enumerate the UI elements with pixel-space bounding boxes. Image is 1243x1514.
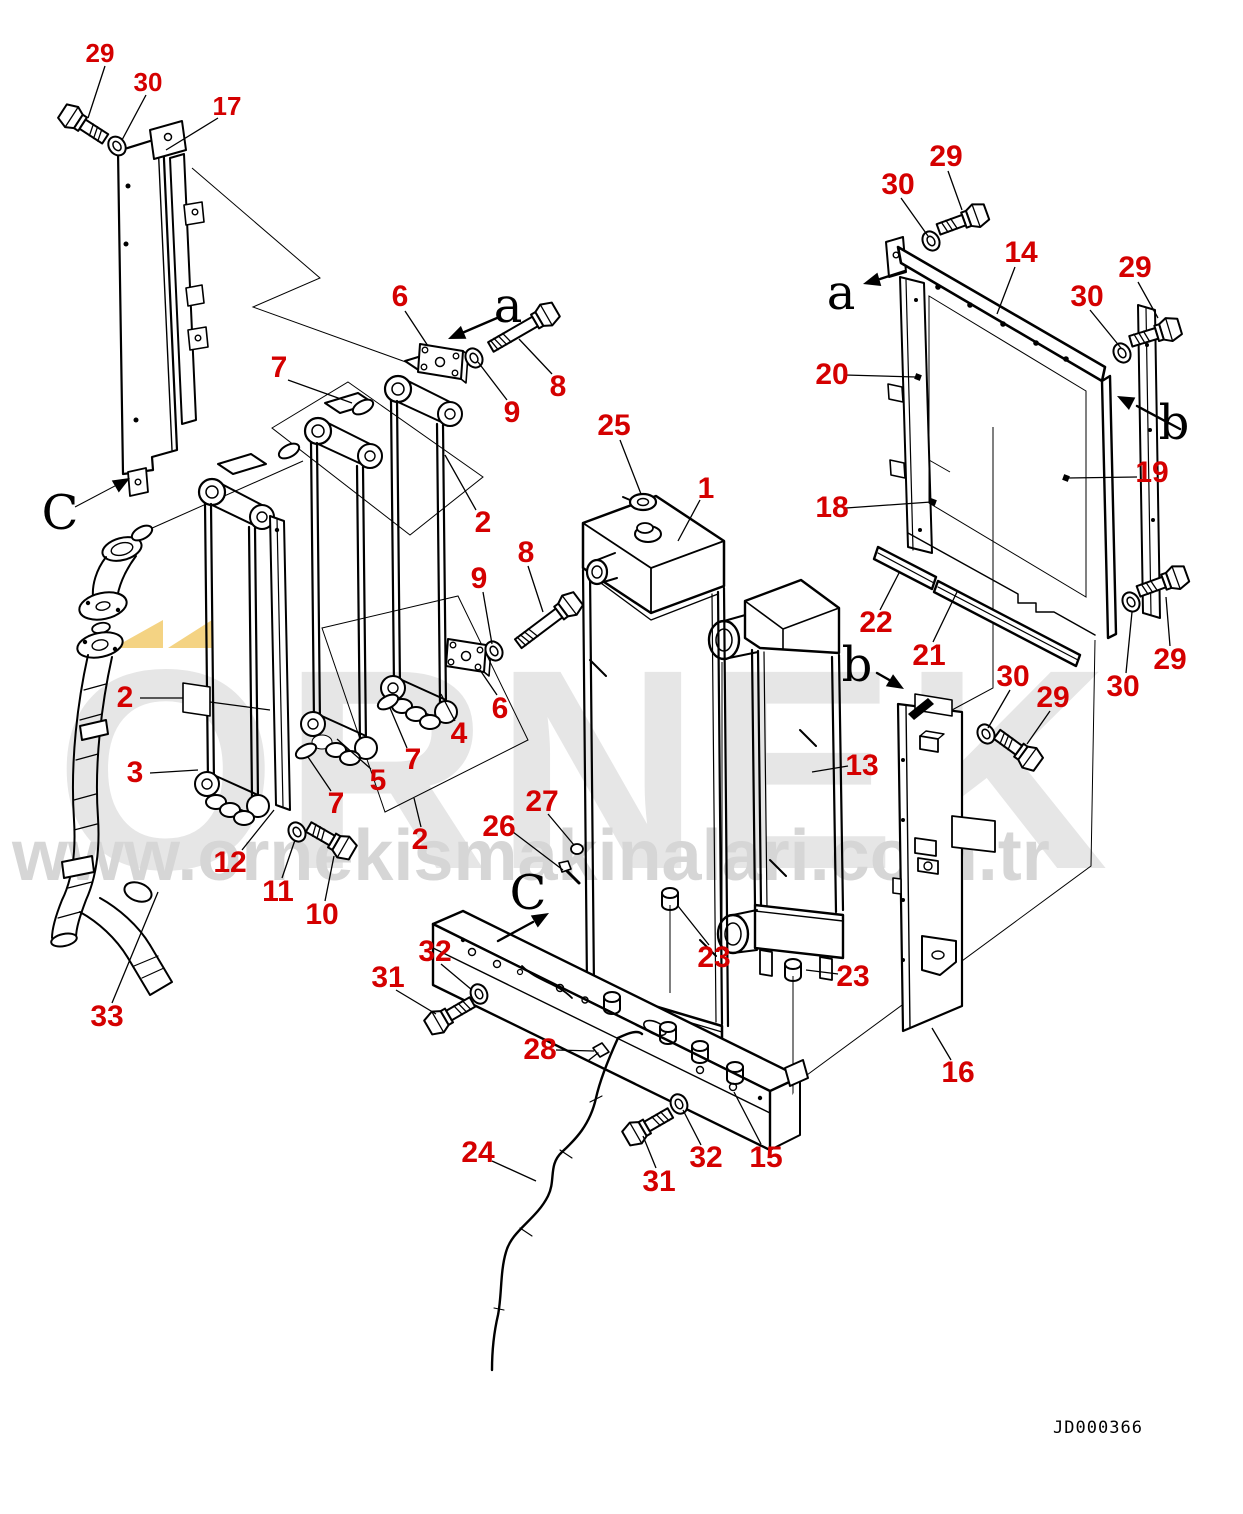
part-label-22: 22 (859, 606, 893, 639)
part-label-11: 11 (262, 875, 294, 908)
drawing-number: JD000366 (1053, 1418, 1143, 1438)
part-20-left-strip (887, 276, 933, 554)
watermark-url: www.ornekismakinalari.com.tr (12, 816, 1050, 896)
part-label-28: 28 (523, 1033, 557, 1066)
part-label-18: 18 (815, 491, 849, 524)
part-label-23: 23 (836, 960, 870, 993)
part-label-30: 30 (996, 660, 1030, 693)
part-label-8: 8 (517, 536, 535, 569)
view-letter-b: b (1158, 395, 1190, 451)
view-letter-C: C (509, 865, 547, 921)
part-label-26: 26 (482, 810, 516, 843)
part-19-right-strip (1062, 304, 1161, 619)
part-24-wire (490, 1030, 644, 1372)
part-label-27: 27 (525, 785, 559, 818)
part-label-29: 29 (1118, 251, 1152, 284)
part-label-33: 33 (90, 1000, 124, 1033)
part-label-30: 30 (1070, 280, 1104, 313)
part-label-29: 29 (85, 38, 115, 68)
view-letter-a: a (493, 278, 523, 334)
part-18-inner-panel (914, 295, 1087, 598)
part-22-strip (872, 545, 938, 591)
part-label-8: 8 (549, 370, 567, 403)
part-label-7: 7 (327, 787, 345, 820)
part-17-side-panel (116, 120, 209, 497)
part-label-14: 14 (1004, 236, 1038, 269)
part-label-5: 5 (369, 764, 387, 797)
part-label-15: 15 (749, 1141, 783, 1174)
part-label-12: 12 (213, 846, 247, 879)
part-label-31: 31 (371, 961, 405, 994)
view-arrows (111, 269, 1182, 943)
part-label-25: 25 (597, 409, 631, 442)
part-27-grommet (570, 843, 584, 855)
part-label-32: 32 (689, 1141, 723, 1174)
part-label-9: 9 (470, 562, 488, 595)
part-label-30: 30 (133, 67, 163, 97)
part-label-21: 21 (912, 639, 946, 672)
part-21-strip (932, 579, 1082, 668)
part-label-17: 17 (212, 91, 242, 121)
part-label-4: 4 (450, 717, 468, 750)
view-letter-a: a (826, 265, 856, 321)
part-label-1: 1 (697, 472, 715, 505)
part-label-29: 29 (929, 140, 963, 173)
part-2-radiator-core-right (380, 350, 463, 730)
part-label-7: 7 (270, 351, 288, 384)
part-label-13: 13 (845, 749, 879, 782)
watermark-accent-triangles (113, 620, 212, 648)
leader-lines (87, 65, 1171, 1182)
part-label-20: 20 (815, 358, 849, 391)
part-6-bracket-upper (417, 343, 469, 384)
part-label-30: 30 (1106, 670, 1140, 703)
part-label-31: 31 (642, 1165, 676, 1198)
part-label-32: 32 (418, 935, 452, 968)
part-13-intercooler (707, 578, 845, 981)
part-label-2: 2 (411, 823, 429, 856)
part-label-29: 29 (1036, 681, 1070, 714)
part-label-2: 2 (116, 681, 134, 714)
view-letter-b: b (841, 637, 873, 693)
part-label-10: 10 (305, 898, 339, 931)
part-3-radiator-core (194, 453, 275, 826)
part-15-bottom-bracket (431, 909, 809, 1152)
part-25-filler-cap (622, 492, 658, 512)
part-label-19: 19 (1135, 456, 1169, 489)
part-label-24: 24 (461, 1136, 495, 1169)
part-label-29: 29 (1153, 643, 1187, 676)
part-14-frame (885, 236, 1118, 640)
part-16-side-panel (892, 693, 996, 1033)
part-label-16: 16 (941, 1056, 975, 1089)
part-label-30: 30 (881, 168, 915, 201)
part-label-2: 2 (474, 506, 492, 539)
part-label-7: 7 (404, 743, 422, 776)
view-letter-C: C (41, 485, 79, 541)
part-28-clip (588, 1042, 610, 1061)
part-12-side-strip (269, 515, 291, 811)
part-label-6: 6 (491, 692, 509, 725)
part-label-3: 3 (126, 756, 144, 789)
part-label-9: 9 (503, 396, 521, 429)
part-label-6: 6 (391, 280, 409, 313)
part-label-23: 23 (697, 941, 731, 974)
part-33-hose-assembly (50, 536, 173, 996)
part-6-bracket-lower (445, 638, 492, 677)
